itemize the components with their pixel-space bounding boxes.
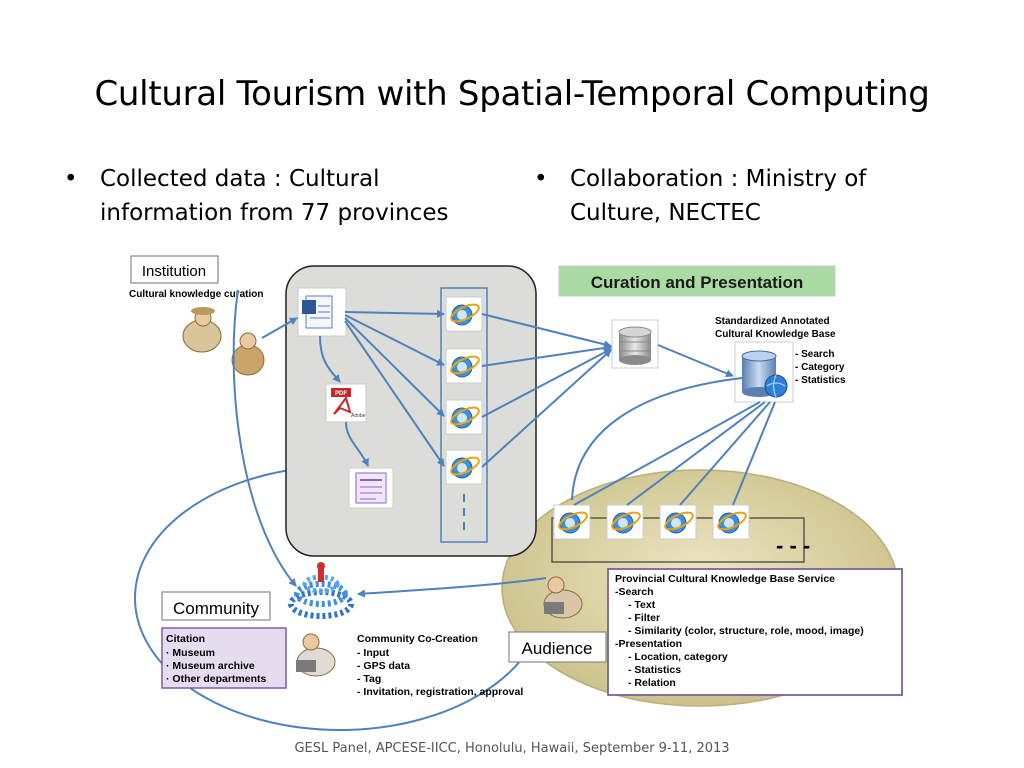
browser-icon [606, 504, 644, 540]
arrow-pdf-to-form [345, 421, 369, 467]
service-line: - Location, category [628, 651, 728, 663]
institution-label-box [130, 255, 219, 284]
curation-header-box [558, 265, 836, 297]
kb-feature: - Statistics [795, 375, 846, 386]
service-line: -Presentation [615, 638, 682, 650]
arrow-word-to-browser [344, 309, 445, 318]
cocreation-item: - Input [357, 647, 390, 659]
bullet-text: Collected data : Cultural information fr… [100, 166, 449, 226]
more-browsers-dash: - - - [776, 533, 810, 558]
institution-label: Institution [142, 263, 206, 280]
cocreation-item: - Invitation, registration, approval [357, 686, 523, 698]
community-person-icon [296, 633, 336, 677]
arrow-word-to-browser [344, 314, 445, 366]
cocreation-item: - Tag [357, 673, 381, 685]
browser-icon [445, 399, 483, 435]
word-document-icon [297, 287, 347, 337]
arrow-word-to-browser [344, 317, 445, 417]
browser-icon [659, 504, 697, 540]
arrow-browser-to-db [481, 344, 612, 367]
citation-item: · Museum archive [166, 660, 255, 672]
service-line: - Statistics [628, 664, 681, 676]
slide-title: Cultural Tourism with Spatial-Temporal C… [94, 74, 930, 114]
arrow-browser-to-db [481, 349, 612, 468]
kb-feature: - Search [795, 349, 834, 360]
audience-label: Audience [522, 639, 593, 658]
cocreation-title: Community Co-Creation [357, 633, 478, 645]
bullet-collected-data: • Collected data : Cultural information … [64, 162, 490, 230]
browser-icon [445, 296, 483, 332]
arrow-institution-to-word [261, 317, 298, 339]
service-title: Provincial Cultural Knowledge Base Servi… [615, 573, 835, 585]
arrow-kb-to-audience [732, 401, 776, 506]
arrow-kb-arc-to-audience [571, 377, 743, 501]
browser-icon [712, 504, 750, 540]
kb-feature: - Category [795, 362, 845, 373]
community-label-box [161, 591, 271, 621]
institution-people-icon [182, 307, 265, 376]
bullet-text: Collaboration : Ministry of Culture, NEC… [570, 166, 867, 226]
arrow-browser-to-db [481, 313, 612, 349]
arrow-word-to-pdf [319, 335, 341, 383]
service-line: - Similarity (color, structure, role, mo… [628, 625, 864, 637]
bullet-dot: • [64, 166, 78, 192]
curation-header: Curation and Presentation [591, 273, 804, 292]
arrow-browser-to-db [481, 348, 612, 418]
arrow-kb-to-audience [573, 401, 761, 506]
service-line: -Search [615, 586, 654, 598]
service-line: - Filter [628, 612, 660, 624]
kb-title-line-1: Standardized Annotated [715, 316, 830, 327]
svg-text:PDF: PDF [335, 391, 347, 397]
svg-text:Adobe: Adobe [351, 413, 366, 419]
audience-label-box [508, 631, 607, 663]
browser-icon [553, 504, 591, 540]
audience-person-icon [543, 576, 583, 619]
arrow-audience-to-community [357, 577, 547, 598]
knowledge-base-icon [734, 341, 794, 403]
footer: GESL Panel, APCESE-IICC, Honolulu, Hawai… [294, 741, 730, 756]
browser-icon [445, 449, 483, 485]
bullet-dot: • [534, 166, 548, 192]
arrow-db-to-kb [657, 344, 734, 378]
arrow-kb-to-audience [626, 401, 766, 506]
citation-item: · Museum [166, 647, 215, 659]
service-line: - Relation [628, 677, 676, 689]
arrow-word-to-browser [344, 320, 445, 467]
arrow-kb-to-audience [679, 401, 771, 506]
kb-title-line-2: Cultural Knowledge Base [715, 329, 836, 340]
browser-icon [445, 348, 483, 384]
arrow-panel-to-community [232, 289, 297, 587]
cocreation-item: - GPS data [357, 660, 410, 672]
community-crowd-icon [288, 562, 354, 619]
service-box [607, 568, 903, 696]
citation-box [161, 627, 287, 689]
community-label: Community [173, 599, 259, 618]
pdf-document-icon: PDF Adobe [325, 383, 367, 423]
bullet-collaboration: • Collaboration : Ministry of Culture, N… [534, 162, 930, 230]
service-line: - Text [628, 599, 656, 611]
citation-title: Citation [166, 633, 205, 645]
institution-caption: Cultural knowledge curation [129, 289, 263, 300]
form-document-icon [348, 467, 394, 509]
citation-item: · Other departments [166, 673, 267, 685]
database-icon [611, 319, 659, 369]
